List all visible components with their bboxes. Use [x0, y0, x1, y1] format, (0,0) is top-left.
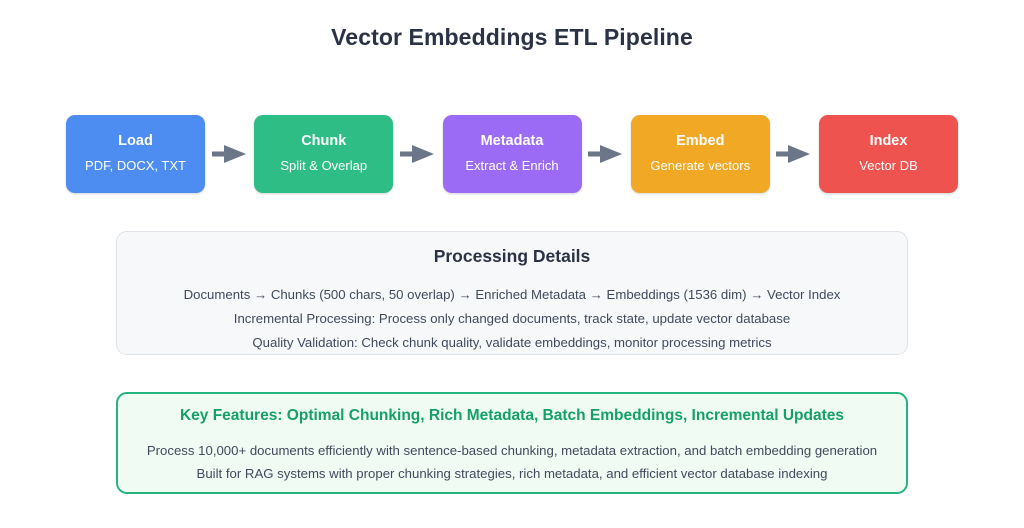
processing-details-title: Processing Details — [433, 246, 591, 266]
key-features-panel: Key Features: Optimal Chunking, Rich Met… — [116, 392, 908, 494]
pipeline-stage-index[interactable]: Index Vector DB — [819, 115, 958, 193]
arrow-right-icon — [776, 145, 811, 163]
stage-title: Chunk — [301, 133, 347, 150]
key-features-title: Key Features: Optimal Chunking, Rich Met… — [179, 407, 845, 424]
stage-title: Embed — [676, 133, 725, 150]
stage-subtitle: PDF, DOCX, TXT — [85, 158, 186, 174]
arrow-right-icon — [211, 145, 246, 163]
key-features-line: Process 10,000+ documents efficiently wi… — [146, 443, 878, 458]
stage-title: Metadata — [480, 133, 544, 150]
pipeline-connector-3 — [582, 115, 631, 193]
stage-subtitle: Split & Overlap — [280, 158, 368, 174]
pipeline-connector-4 — [770, 115, 819, 193]
pipeline-connector-2 — [393, 115, 442, 193]
stage-title: Load — [118, 133, 153, 150]
pipeline-stage-chunk[interactable]: Chunk Split & Overlap — [254, 115, 394, 193]
page-title: Vector Embeddings ETL Pipeline — [331, 24, 693, 50]
key-features-line: Built for RAG systems with proper chunki… — [196, 466, 828, 481]
processing-details-line: Quality Validation: Check chunk quality,… — [252, 335, 772, 350]
pipeline-stage-load[interactable]: Load PDF, DOCX, TXT — [66, 115, 205, 193]
arrow-right-icon — [399, 145, 434, 163]
stage-subtitle: Generate vectors — [650, 158, 751, 174]
pipeline-stage-metadata[interactable]: Metadata Extract & Enrich — [442, 115, 582, 193]
processing-details-line: Documents → Chunks (500 chars, 50 overla… — [183, 287, 841, 302]
stage-title: Index — [869, 133, 908, 150]
pipeline-stage-embed[interactable]: Embed Generate vectors — [630, 115, 770, 193]
processing-details-line: Incremental Processing: Process only cha… — [233, 311, 791, 326]
stage-subtitle: Vector DB — [859, 158, 918, 174]
processing-details-panel: Processing Details Documents → Chunks (5… — [116, 231, 908, 355]
pipeline-flow: Load PDF, DOCX, TXT Chunk Split & Overla… — [66, 115, 958, 193]
pipeline-connector-1 — [205, 115, 254, 193]
arrow-right-icon — [588, 145, 623, 163]
stage-subtitle: Extract & Enrich — [465, 158, 559, 174]
